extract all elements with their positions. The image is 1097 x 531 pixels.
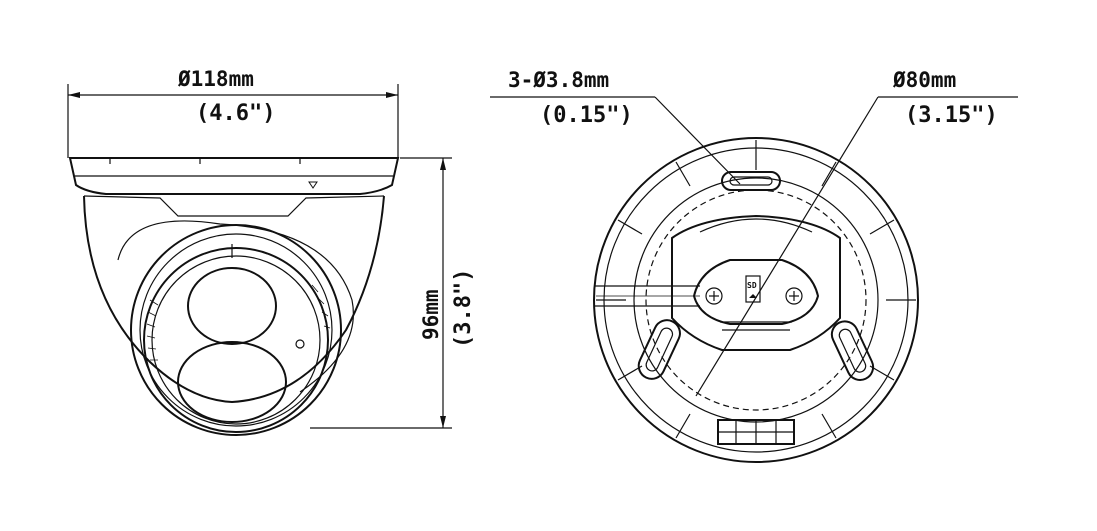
sd-cover-plate xyxy=(692,259,820,325)
base-radial-ribs xyxy=(596,140,916,439)
ir-sensor-dot xyxy=(295,339,305,349)
height-imperial-label: (3.8") xyxy=(451,269,476,348)
mounting-slot-left xyxy=(637,319,681,380)
camera-lens-upper xyxy=(187,267,277,345)
camera-dome-body xyxy=(83,195,385,436)
hole-dimension: 3-Ø3.8mm (0.15") xyxy=(490,68,741,185)
height-metric-label: 96mm xyxy=(419,289,443,340)
hole-imperial-label: (0.15") xyxy=(540,103,633,128)
sd-label: SD xyxy=(747,281,757,290)
mounting-slot-right xyxy=(830,320,875,381)
camera-top-cap xyxy=(68,157,400,217)
screw-right xyxy=(785,287,803,305)
bottom-connector xyxy=(717,419,795,445)
circle-metric-label: Ø80mm xyxy=(892,68,956,92)
mounting-slot-top xyxy=(721,171,781,191)
side-view: Ø118mm (4.6") 96mm (3.8") xyxy=(67,67,476,436)
center-pocket: SD xyxy=(671,214,841,351)
width-metric-label: Ø118mm xyxy=(177,67,254,91)
height-dimension: 96mm (3.8") xyxy=(310,157,476,429)
width-imperial-label: (4.6") xyxy=(196,101,275,126)
hole-metric-label: 3-Ø3.8mm xyxy=(508,68,609,92)
screw-left xyxy=(705,287,723,305)
cable-slot xyxy=(594,285,700,307)
base-outer-ring xyxy=(593,137,919,463)
camera-lens-lower xyxy=(177,341,287,423)
bottom-view: 3-Ø3.8mm (0.15") Ø80mm (3.15") xyxy=(490,68,1018,463)
mounting-hole-circle xyxy=(645,189,867,411)
circle-dimension: Ø80mm (3.15") xyxy=(695,68,1018,397)
width-dimension: Ø118mm (4.6") xyxy=(67,67,399,158)
circle-imperial-label: (3.15") xyxy=(905,103,998,128)
